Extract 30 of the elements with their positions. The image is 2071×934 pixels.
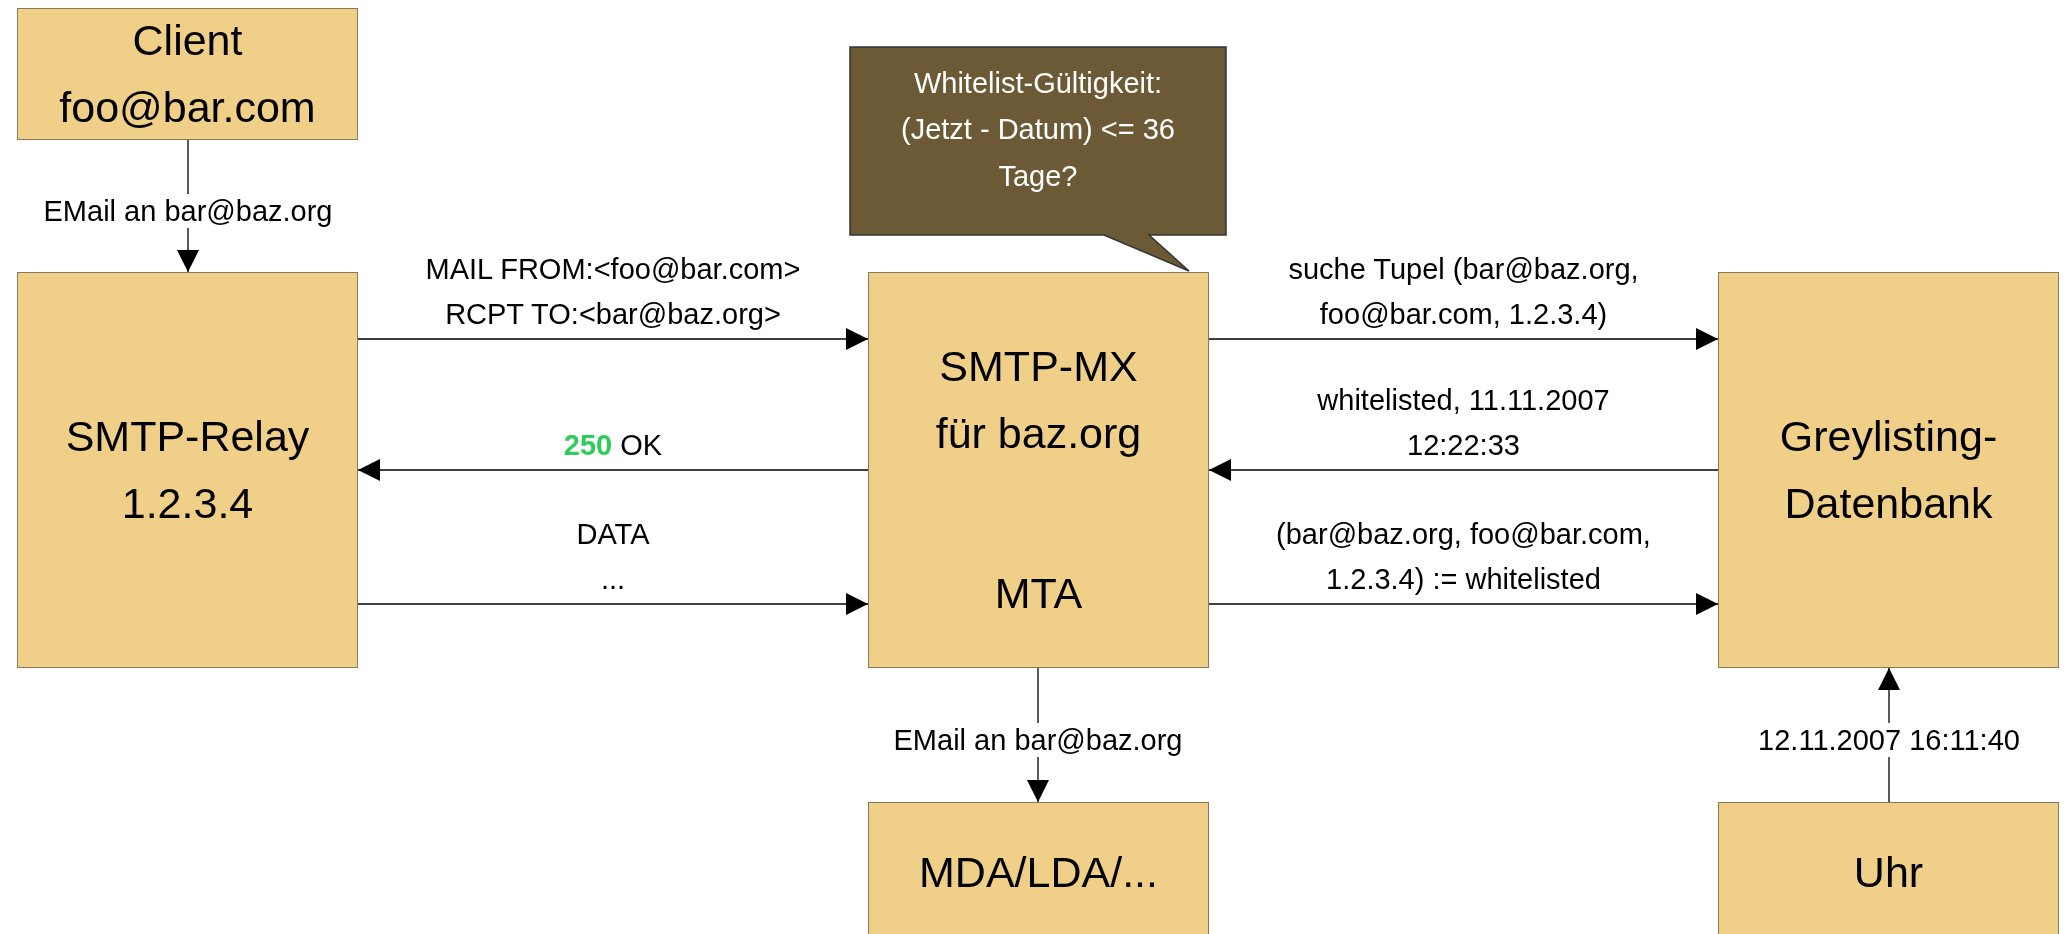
node-label: Uhr	[1853, 846, 1924, 898]
edge-label: DATA ...	[575, 517, 651, 598]
callout-text: Whitelist-Gültigkeit: (Jetzt - Datum) <= 36 Tage?	[900, 66, 1176, 194]
server-box	[868, 272, 1209, 668]
client-box	[17, 8, 358, 140]
arrow	[1208, 593, 1719, 615]
node-label: Client foo@bar.com	[58, 15, 317, 133]
edge-label: EMail an bar@baz.org	[43, 193, 333, 229]
arrow	[357, 593, 869, 615]
arrow	[357, 328, 869, 350]
edge-label: EMail an bar@baz.org	[893, 722, 1183, 758]
node-label: MDA/LDA/...	[919, 846, 1158, 898]
database-box	[1718, 272, 2059, 668]
edge-label: (bar@baz.org, foo@bar.com, 1.2.3.4) := whitelisted	[1275, 517, 1652, 598]
node-label: Greylisting-Datenbank	[1778, 411, 1999, 529]
edge-label: whitelisted, 11.11.2007 12:22:33	[1316, 383, 1611, 464]
edge-label: MAIL FROM:<foo@bar.com> RCPT TO:<bar@baz.org>	[424, 252, 802, 333]
relay-box	[17, 272, 358, 668]
edge-label: 250 OK	[562, 428, 664, 464]
node-label: SMTP-Relay 1.2.3.4	[64, 411, 311, 529]
edge-label: suche Tupel (bar@baz.org, foo@bar.com, 1.2.3.4)	[1287, 252, 1640, 333]
edge-label: 12.11.2007 16:11:40	[1758, 722, 2020, 758]
arrow	[1208, 459, 1719, 481]
node-label: MTA	[994, 568, 1083, 620]
clock-box	[1718, 802, 2059, 934]
arrow	[1208, 328, 1719, 350]
node-label: SMTP-MX für baz.org	[934, 341, 1143, 459]
arrow	[357, 459, 869, 481]
delivery-box	[868, 802, 1209, 934]
callout-bubble	[849, 46, 1227, 272]
